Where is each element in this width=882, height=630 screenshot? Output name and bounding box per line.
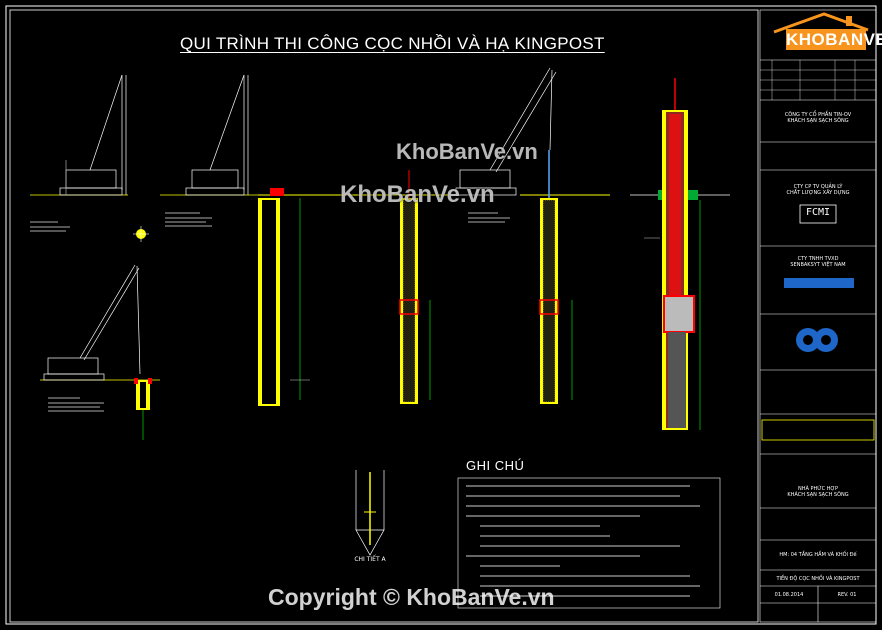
khobanve-logo: KHOBANVE [764,10,882,52]
rig-step-2 [160,74,265,196]
watermark-top: KhoBanVe.vn [396,139,538,164]
tb-consultant-sub: CHẤT LƯỢNG XÂY DỰNG [786,190,850,197]
tb-date: 01.08.2014 [774,592,804,598]
stamp-strip [761,419,875,441]
tb-contractor: CTY TNHH TVXD SENBAKSYT VIỆT NAM [762,256,874,269]
outer-border [5,5,877,625]
crane-step-3 [40,264,160,381]
pile-bore-3 [520,150,610,404]
inner-border [9,9,759,623]
detail-a-drawing [355,470,385,556]
designer-logo-mark [796,328,838,352]
tb-company: CÔNG TY CỔ PHẦN TIN-OV KHÁCH SẠN SẠCH SÔ… [762,112,874,125]
tb-sheet-name: TIẾN ĐỘ CỌC NHỒI VÀ KINGPOST [776,576,860,582]
pile-bore-2 [318,170,450,404]
tb-item: HM: 04 TẦNG HẦM VÀ KHỐI Đế [779,552,857,558]
tb-company-sub: KHÁCH SẠN SẠCH SÔNG [787,118,849,125]
tb-consultant-logo: FCMI [805,207,831,218]
consultant-logo-mark [799,204,837,224]
tb-project-sub: KHÁCH SẠN SẠCH SÔNG [787,492,849,499]
notes-heading: GHI CHÚ [466,458,525,473]
rig-step-1 [30,74,128,196]
notes-lines [466,485,700,597]
crane-step-4 [455,67,557,196]
pile-location-symbol [133,226,149,242]
tb-consultant: CTY CP TV QUẢN LÝ CHẤT LƯỢNG XÂY DỰNG [762,184,874,197]
copyright-watermark: Copyright © KhoBanVe.vn [268,584,555,610]
contractor-logo-mark [784,278,854,288]
tb-contractor-name: CTY TNHH TVXD [797,256,839,262]
tb-project-name: NHÀ PHỨC HỢP [798,486,838,492]
pile-bore-1 [258,188,330,406]
detail-a-label: CHI TIẾT A [354,556,386,563]
tb-rev: REV. 01 [837,592,857,598]
tb-company-name: CÔNG TY CỔ PHẦN TIN-OV [784,112,852,118]
tb-contractor-sub: SENBAKSYT VIỆT NAM [790,262,846,269]
tb-consultant-name: CTY CP TV QUẢN LÝ [793,184,843,190]
title-block [759,9,877,623]
drawing-title: QUI TRÌNH THI CÔNG CỌC NHỒI VÀ HẠ KINGPO… [180,34,605,53]
micro-text-blocks [30,212,510,412]
house-roof-icon [773,12,869,34]
tb-project: NHÀ PHỨC HỢP KHÁCH SẠN SẠCH SÔNG [762,486,874,499]
watermark-middle: KhoBanVe.vn [340,181,495,208]
notes-box [457,477,721,609]
kingpost-pile-detail [630,78,730,430]
casing-step-3 [134,378,152,440]
logo-wordmark: KHOBANVE [786,29,882,50]
